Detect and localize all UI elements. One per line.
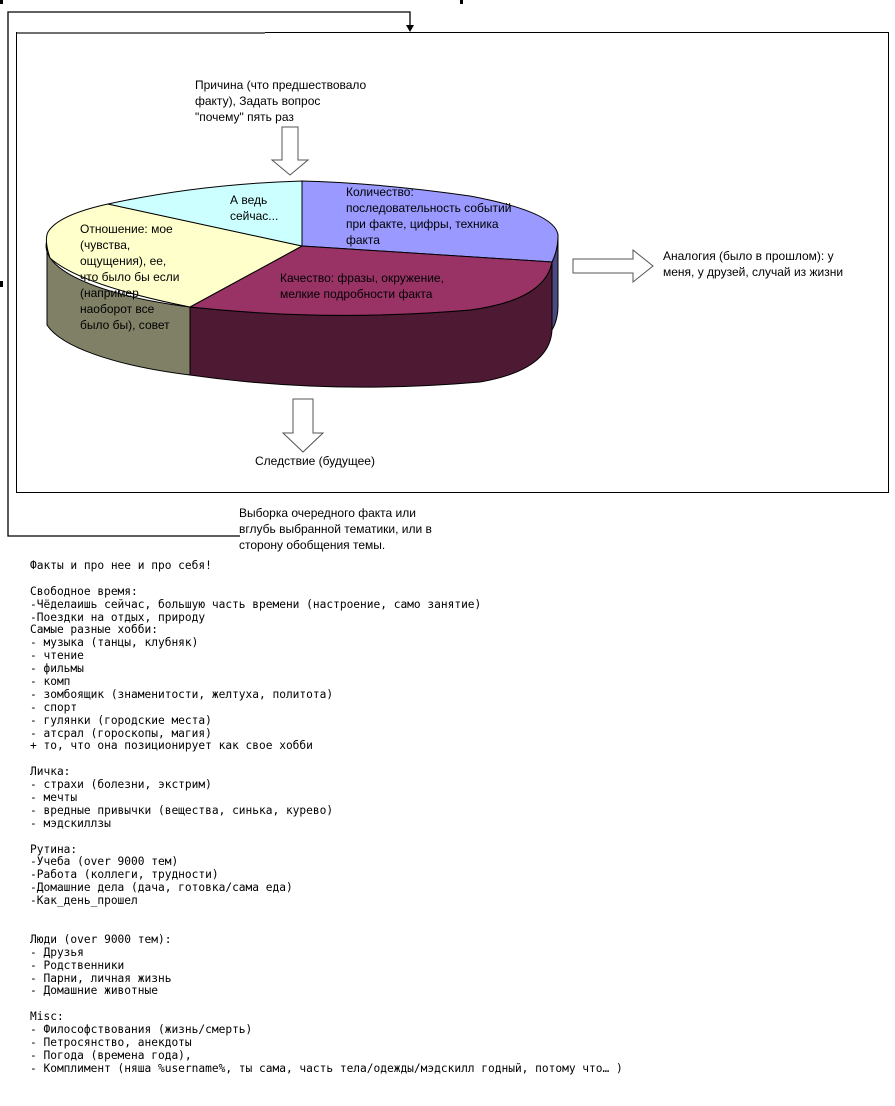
note-line: - Погода (времена года), — [30, 1048, 192, 1062]
note-line: - Парни, личная жизнь — [30, 971, 172, 985]
note-line: - мечты — [30, 791, 78, 805]
stray-mark-mid — [460, 0, 463, 4]
note-line: - комп — [30, 675, 71, 689]
note-line: - фильмы — [30, 662, 84, 676]
note-line: - Философствования (жизнь/смерть) — [30, 1023, 253, 1037]
note-line: Факты и про нее и про себя! — [30, 559, 212, 572]
feedback-loop-connector — [7, 11, 411, 537]
pie-slice-now — [107, 180, 303, 247]
note-line: - Петросянство, анекдоты — [30, 1035, 192, 1049]
note-line: - зомбоящик (знаменитости, желтуха, поли… — [30, 687, 334, 701]
consequence-label: Следствие (будущее) — [255, 454, 375, 468]
note-line: -Домашние дела (дача, готовка/сама еда) — [30, 881, 293, 895]
note-line: - музыка (танцы, клубняк) — [30, 636, 199, 650]
pie-slice-attitude — [45, 203, 304, 308]
note-line: Свободное время: — [30, 584, 138, 598]
pie-label-quantity: Количество: последовательность событий п… — [346, 185, 512, 247]
note-line: - Комплимент (няша %username%, ты сама, … — [30, 1061, 623, 1075]
pie-label-now: А ведь сейчас... — [230, 193, 279, 223]
note-line: - спорт — [30, 700, 78, 714]
note-line: - гулянки (городские места) — [30, 713, 212, 727]
note-line — [30, 921, 623, 934]
note-line: -Поездки на отдых, природу — [30, 610, 206, 624]
pie-label-attitude: Отношение: мое (чувства, ощущения), ее, … — [80, 222, 180, 332]
note-line — [30, 831, 623, 844]
pie-slice-quantity — [301, 180, 559, 263]
note-line — [30, 908, 623, 921]
analogy-label: Аналогия (было в прошлом): у меня, у дру… — [663, 249, 844, 279]
note-line: - страхи (болезни, экстрим) — [30, 778, 212, 792]
next-fact-label: Выборка очередного факта или вглубь выбр… — [239, 506, 432, 552]
cause-arrow-icon — [270, 126, 310, 176]
note-line: - Друзья — [30, 945, 84, 959]
cause-label: Причина (что предшествовало факту), Зада… — [195, 78, 367, 124]
note-line: - Родственники — [30, 958, 125, 972]
note-line: -Как_день_прошел — [30, 894, 138, 908]
note-line — [30, 573, 623, 586]
pie-label-quality: Качество: фразы, окружение, мелкие подро… — [280, 271, 444, 301]
note-line: Личка: — [30, 765, 71, 779]
note-line: Misc: — [30, 1010, 64, 1024]
note-line: -Учеба (over 9000 тем) — [30, 855, 179, 869]
note-line: - Домашние животные — [30, 984, 158, 998]
stray-mark-side — [0, 281, 3, 287]
note-line: Люди (over 9000 тем): — [30, 932, 172, 946]
note-line: - атсрал (гороскопы, магия) — [30, 726, 212, 740]
note-line: - вредные привычки (вещества, синька, ку… — [30, 803, 334, 817]
consequence-arrow-icon — [281, 398, 325, 453]
note-line: Самые разные хобби: — [30, 623, 158, 637]
note-line: Рутина: — [30, 842, 78, 856]
diagram-canvas — [0, 0, 889, 537]
note-line: - мэдскиллзы — [30, 816, 111, 830]
pie-slice-quality — [188, 245, 553, 316]
note-line: + то, что она позиционирует как свое хоб… — [30, 739, 313, 753]
stray-mark-left — [0, 0, 3, 4]
note-line: - чтение — [30, 649, 84, 663]
note-line — [30, 998, 623, 1011]
note-line: -Чёделаишь сейчас, большую часть времени… — [30, 597, 482, 611]
notes-text-block: Факты и про нее и про себя! Свободное вре… — [30, 559, 623, 1076]
note-line: -Работа (коллеги, трудности) — [30, 868, 219, 882]
feedback-loop-arrowhead — [406, 25, 414, 32]
note-line — [30, 753, 623, 766]
analogy-arrow-icon — [572, 248, 654, 284]
